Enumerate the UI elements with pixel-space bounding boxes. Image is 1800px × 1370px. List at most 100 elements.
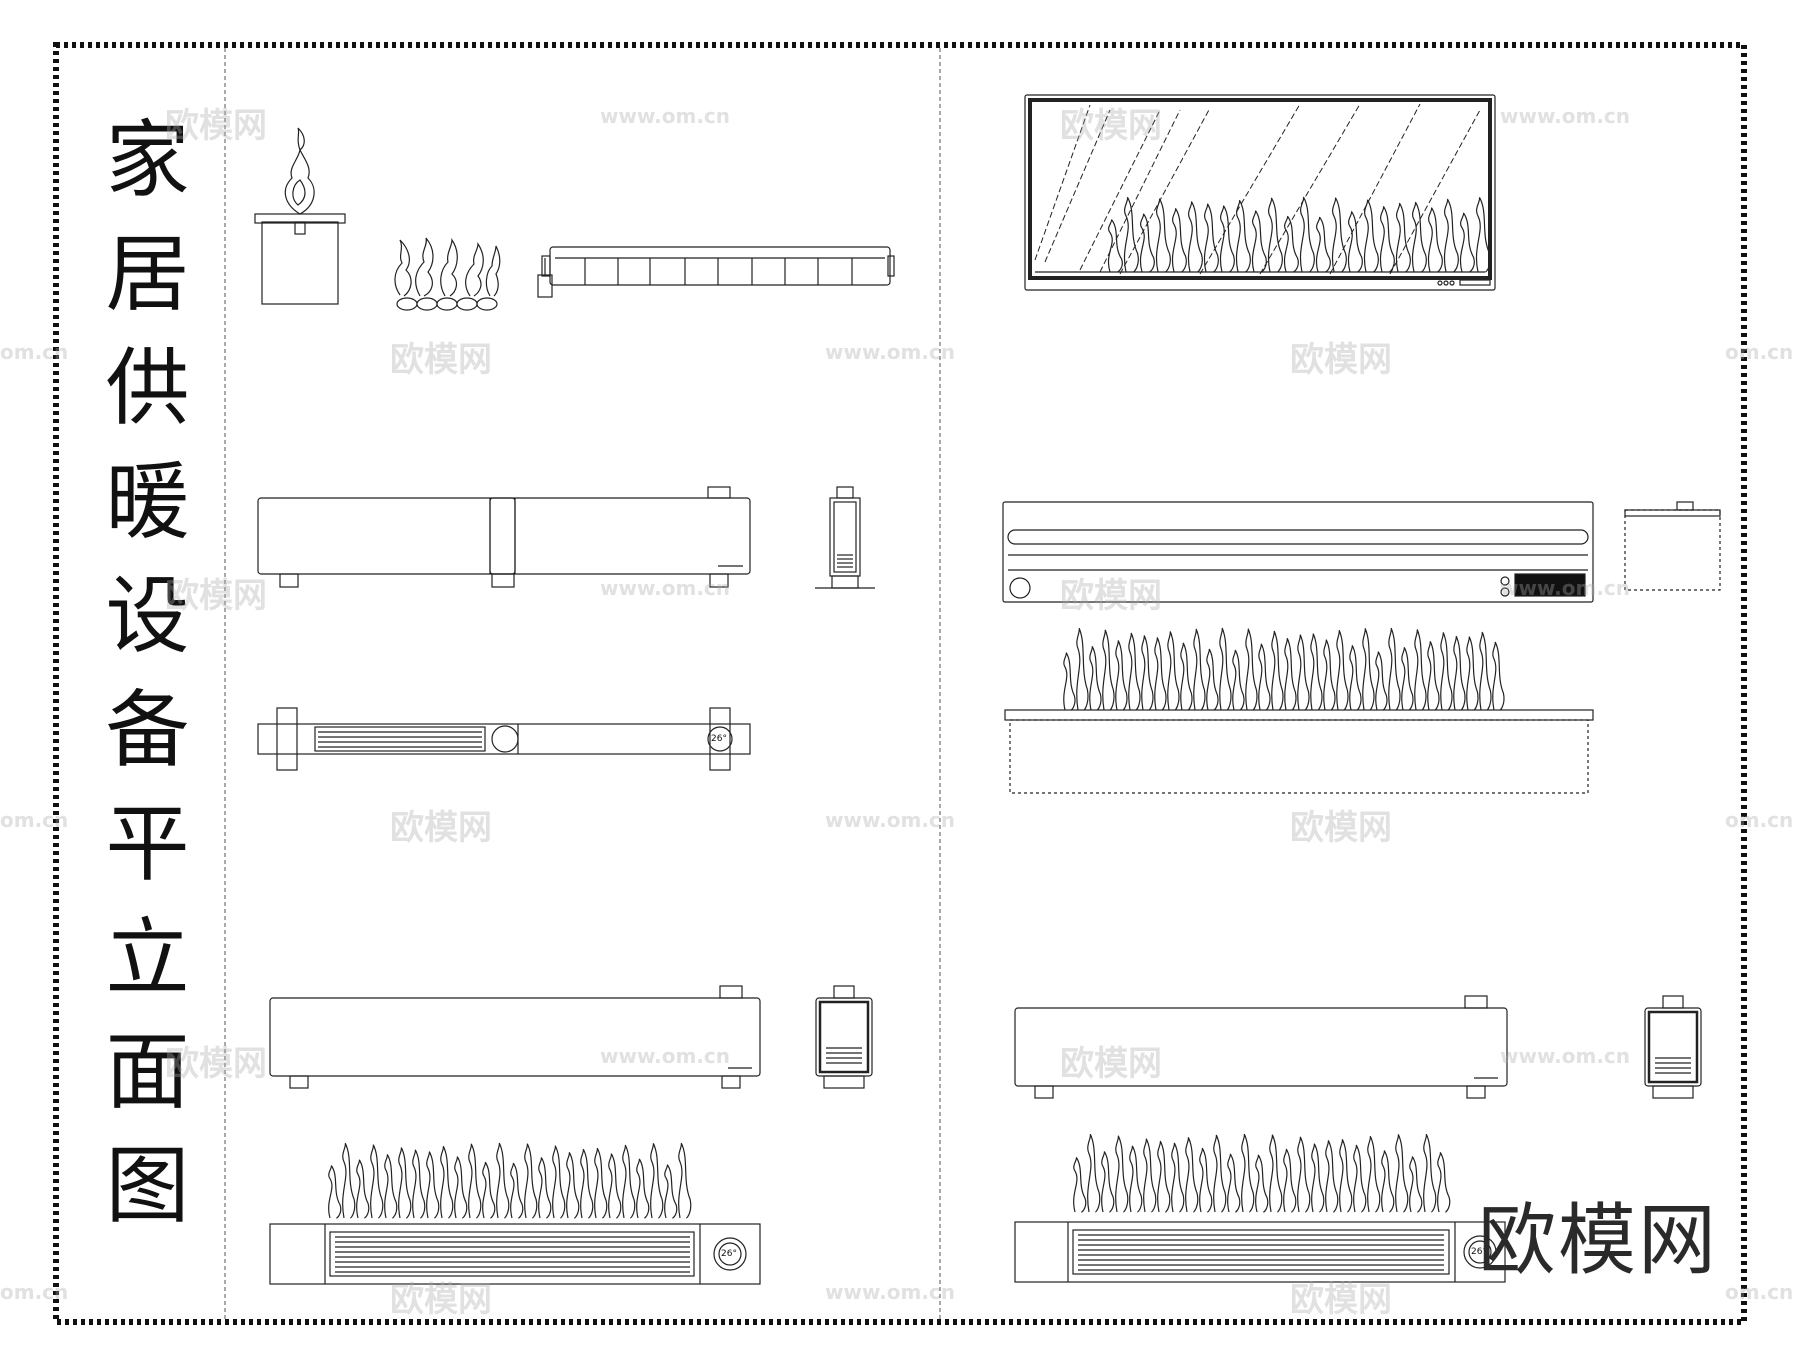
flame-mark — [328, 1165, 342, 1219]
flame-mark — [1349, 645, 1362, 711]
flame-mark — [1101, 1151, 1115, 1213]
flame-mark — [1073, 1157, 1087, 1213]
title-char: 备 — [105, 681, 190, 779]
heater-top-long-right — [1014, 1221, 1506, 1283]
flame-mark — [608, 1153, 622, 1219]
flame-mark — [384, 1154, 398, 1219]
outer-frame — [53, 42, 1747, 1325]
watermark-brand: 欧模网 — [165, 576, 267, 616]
flame-row-right — [1073, 1133, 1451, 1213]
watermark-url: www.om.cn — [600, 1044, 731, 1068]
flame-mark — [1219, 627, 1232, 711]
flame-mark — [1427, 207, 1443, 273]
flame-mark — [1315, 216, 1331, 273]
flame-mark — [1411, 201, 1427, 273]
flame-mark — [1347, 211, 1363, 273]
flame-mark — [398, 1147, 412, 1219]
watermark-brand: 欧模网 — [1060, 106, 1162, 146]
flame-mark — [1379, 205, 1395, 273]
title-char: 供 — [105, 339, 190, 437]
heater-front-right — [1002, 501, 1594, 603]
watermark-brand: 欧模网 — [390, 340, 492, 380]
heater-top-long — [269, 1223, 761, 1285]
flame-mark — [664, 1164, 678, 1219]
flame-mark — [1440, 632, 1453, 711]
title-char: 平 — [105, 795, 190, 893]
flame-mark — [1492, 641, 1505, 711]
flame-mark — [1339, 1139, 1353, 1213]
watermark-url: om.cn — [0, 1280, 69, 1304]
flame-mark — [1284, 637, 1297, 711]
flame-mark — [1401, 646, 1414, 711]
flame-mark — [1299, 196, 1315, 273]
flame-mark — [1269, 1134, 1283, 1213]
flame-mark — [524, 1143, 538, 1219]
watermark-url: om.cn — [1725, 808, 1794, 832]
flame-mark — [1388, 627, 1401, 711]
flame-mark — [1241, 1133, 1255, 1213]
flame-mark — [1251, 210, 1267, 273]
watermark-brand: 欧模网 — [1290, 1280, 1392, 1320]
flame-mark — [1443, 198, 1459, 273]
flame-mark — [496, 1142, 510, 1219]
flame-mark — [1089, 646, 1102, 711]
flame-mark — [1107, 219, 1123, 273]
watermark-brand: 欧模网 — [1290, 340, 1392, 380]
flame-mark — [454, 1156, 468, 1219]
heater-front-long — [269, 985, 761, 1089]
flame-mark — [580, 1148, 594, 1219]
flame-mark — [1453, 635, 1466, 711]
title-char: 暖 — [105, 453, 190, 551]
flame-mark — [1154, 637, 1167, 711]
flame-mark — [1310, 633, 1323, 711]
watermark-url: www.om.cn — [1500, 104, 1631, 128]
title-char: 设 — [105, 567, 190, 665]
flame-mark — [678, 1142, 692, 1219]
flame-mark — [1123, 196, 1139, 273]
flame-mark — [482, 1161, 496, 1219]
flame-mark — [510, 1162, 524, 1219]
flame-mark — [1363, 199, 1379, 273]
flame-mark — [566, 1152, 580, 1219]
flame-mark — [356, 1159, 370, 1219]
temp-display: 26° — [721, 1249, 737, 1259]
watermark-url: www.om.cn — [600, 104, 731, 128]
flame-mark — [1325, 1140, 1339, 1213]
title-char: 立 — [105, 909, 190, 1007]
flame-mark — [1203, 203, 1219, 273]
flame-mark — [1139, 213, 1155, 273]
flame-mark — [1063, 652, 1076, 711]
flame-mark — [552, 1145, 566, 1219]
heater-front-right-lower — [1014, 995, 1508, 1099]
flame-mark — [1297, 634, 1310, 711]
flame-mark — [1297, 1136, 1311, 1213]
glass-reflection — [1389, 109, 1481, 275]
flame-mark — [1395, 202, 1411, 273]
watermark-url: om.cn — [1725, 1280, 1794, 1304]
watermark-brand: 欧模网 — [390, 1280, 492, 1320]
watermark-url: www.om.cn — [825, 808, 956, 832]
watermark-url: om.cn — [0, 808, 69, 832]
watermark-brand: 欧模网 — [1060, 1044, 1162, 1084]
flame-mark — [1323, 639, 1336, 711]
flame-mark — [1437, 1152, 1451, 1213]
watermark-url: www.om.cn — [600, 576, 731, 600]
flame-mark — [1219, 205, 1235, 273]
flame-mark — [1171, 1142, 1185, 1213]
flame-mark — [1141, 635, 1154, 711]
flame-mark — [342, 1142, 356, 1219]
flame-mark — [1466, 636, 1479, 711]
watermark-brand: 欧模网 — [165, 1044, 267, 1084]
flame-mark — [1193, 628, 1206, 711]
flame-mark — [1255, 1154, 1269, 1213]
flame-mark — [1143, 1138, 1157, 1213]
watermark-url: www.om.cn — [825, 340, 956, 364]
flame-mark — [622, 1144, 636, 1219]
stone-flame — [394, 237, 501, 311]
flame-mark — [1155, 198, 1171, 273]
flame-mark — [1199, 1147, 1213, 1213]
heater-side-right — [1624, 501, 1721, 591]
flame-mark — [1311, 1143, 1325, 1213]
flame-mark — [1213, 1134, 1227, 1213]
